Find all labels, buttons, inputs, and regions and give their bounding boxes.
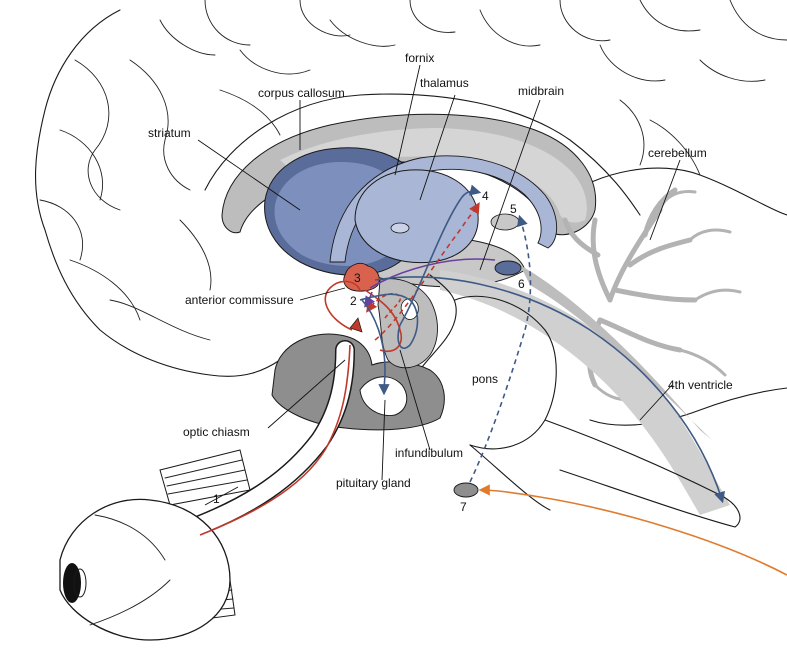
nucleus-3 [343,263,380,292]
number-1: 1 [213,492,220,506]
optic-nerve [190,340,355,535]
nucleus-6 [494,260,522,276]
label-anterior-commissure: anterior commissure [185,293,294,307]
label-striatum: striatum [148,126,191,140]
cerebral-cortex [35,0,787,426]
label-pituitary-gland: pituitary gland [336,476,411,490]
number-2: 2 [350,294,357,308]
optic-chiasm-marker [349,317,363,333]
number-5: 5 [510,202,517,216]
label-thalamus: thalamus [420,76,469,90]
thalamus-shape [354,169,479,264]
eye-illustration [59,449,251,641]
number-6: 6 [518,277,525,291]
third-ventricle-area [377,278,438,369]
blue-pathway-spinal [374,276,725,504]
number-4: 4 [482,189,489,203]
label-corpus-callosum: corpus callosum [258,86,345,100]
label-4th-ventricle: 4th ventricle [668,378,733,392]
brainstem-pons [419,265,741,528]
hypothalamus-region [271,333,445,431]
label-optic-chiasm: optic chiasm [183,425,250,439]
blue-pathway-down [361,299,390,396]
purple-arrow [364,291,376,308]
label-midbrain: midbrain [518,84,564,98]
label-infundibulum: infundibulum [395,446,463,460]
number-3: 3 [354,271,361,285]
number-7: 7 [460,500,467,514]
retinohypothalamic-pathway [199,344,351,536]
red-pathway-loop [324,280,361,331]
label-fornix: fornix [405,51,434,65]
cerebellum-arbor-vitae [562,187,742,402]
red-dashed-pathway [374,202,480,341]
label-pons: pons [472,372,498,386]
leader-lines [197,64,681,506]
purple-pathway [369,258,496,289]
blue-pathway-to-4 [399,184,482,326]
orange-pathway [478,484,787,576]
nucleus-7 [453,482,479,498]
label-cerebellum: cerebellum [648,146,707,160]
blue-pathway-hypothalamus [359,293,419,350]
